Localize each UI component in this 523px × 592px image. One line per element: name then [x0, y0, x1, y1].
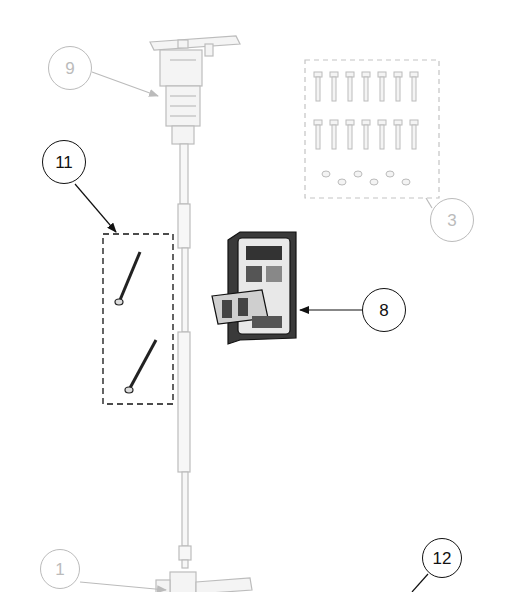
fastener-box — [103, 234, 173, 404]
screw-kit-box — [305, 60, 439, 198]
callout-circle: 3 — [430, 198, 474, 242]
screws — [314, 72, 418, 185]
callout-number: 3 — [447, 212, 456, 229]
leader-line — [92, 72, 158, 96]
top-latch — [150, 36, 240, 144]
leader-line — [80, 582, 166, 590]
callout-number: 11 — [55, 154, 73, 171]
leader-line — [300, 309, 362, 310]
leader-line — [426, 198, 432, 208]
vertical-rod — [178, 144, 191, 568]
callout-circle: 11 — [42, 140, 86, 184]
callout-circle: 9 — [48, 46, 92, 90]
leader-line — [75, 184, 116, 232]
bottom-latch — [156, 572, 252, 592]
callout-circle: 8 — [362, 288, 406, 332]
callout-circle: 12 — [422, 538, 462, 578]
callout-number: 8 — [379, 302, 388, 319]
leader-line — [412, 574, 428, 592]
callout-circle: 1 — [40, 549, 80, 589]
strike-bracket — [212, 232, 296, 344]
callout-number: 9 — [65, 60, 74, 77]
callout-number: 12 — [433, 550, 452, 567]
long-screws — [115, 252, 156, 393]
callout-number: 1 — [55, 561, 64, 578]
